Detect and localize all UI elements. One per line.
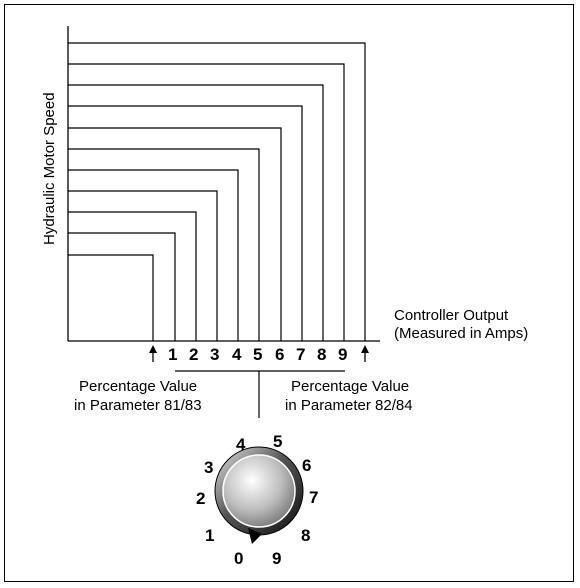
speed-curve <box>68 105 303 341</box>
high-arrow <box>361 345 369 362</box>
dial-number: 5 <box>273 432 282 451</box>
potentiometer-dial[interactable] <box>214 446 304 544</box>
step-label: 2 <box>189 345 198 364</box>
speed-curve <box>68 84 324 341</box>
high-annotation-line1: Percentage Value <box>291 378 409 395</box>
low-annotation-line2: in Parameter 81/83 <box>74 397 202 414</box>
dial-number: 3 <box>204 458 213 477</box>
step-label: 1 <box>168 345 177 364</box>
step-label: 9 <box>338 345 347 364</box>
dial-numbers: 0 1 2 3 4 5 6 7 8 9 <box>196 432 318 568</box>
speed-curve <box>68 42 366 341</box>
dial-number: 6 <box>302 456 311 475</box>
step-label: 6 <box>275 345 284 364</box>
dial-number: 2 <box>196 489 205 508</box>
low-annotation-line1: Percentage Value <box>79 378 197 395</box>
speed-curve <box>68 148 260 341</box>
x-axis-label-line2: (Measured in Amps) <box>394 325 528 342</box>
x-axis-label-line1: Controller Output <box>394 307 509 324</box>
dial-pointer-icon <box>248 528 262 544</box>
speed-curve <box>68 127 282 341</box>
y-axis-label: Hydraulic Motor Speed <box>41 92 58 245</box>
dial-number: 7 <box>309 488 318 507</box>
speed-curve <box>68 211 197 341</box>
high-annotation-line2: in Parameter 82/84 <box>285 397 413 414</box>
step-label: 5 <box>253 345 262 364</box>
speed-curve <box>68 232 176 341</box>
dial-number: 1 <box>205 526 214 545</box>
speed-curve <box>68 190 218 341</box>
speed-curve <box>68 169 239 341</box>
dial-number: 4 <box>236 435 246 454</box>
speed-curve <box>68 63 345 341</box>
step-numbers: 1 2 3 4 5 6 7 8 9 <box>168 345 347 364</box>
step-label: 7 <box>296 345 305 364</box>
dial-number: 0 <box>234 549 243 568</box>
step-label: 8 <box>317 345 326 364</box>
speed-curve <box>68 254 154 341</box>
dial-number: 9 <box>272 549 281 568</box>
step-label: 4 <box>232 345 242 364</box>
speed-curves <box>68 42 366 341</box>
step-label: 3 <box>210 345 219 364</box>
dial-number: 8 <box>301 526 310 545</box>
low-arrow <box>149 345 157 362</box>
